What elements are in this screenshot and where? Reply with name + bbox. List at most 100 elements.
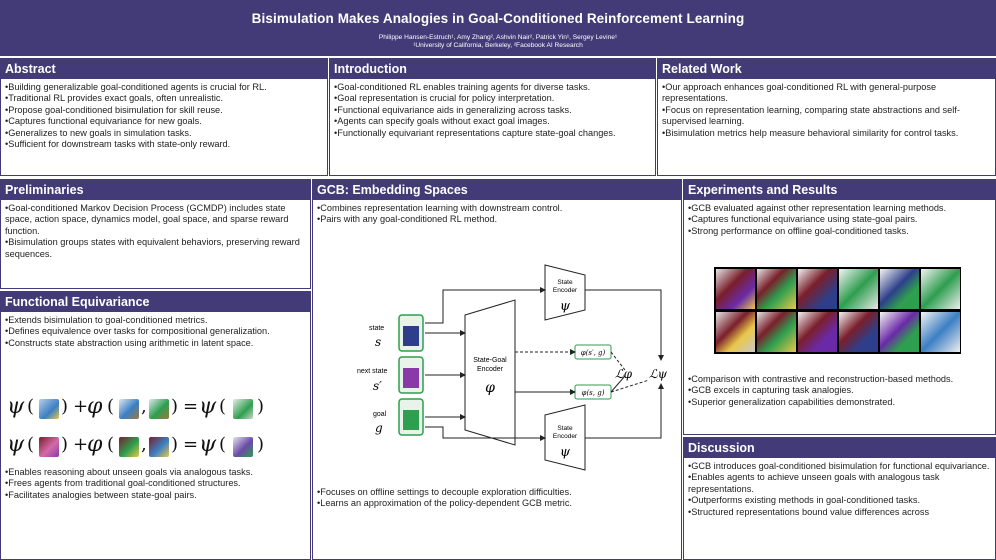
results-image-icon (757, 312, 796, 352)
equals-sign: = (183, 434, 199, 455)
introduction-heading: Introduction (330, 59, 655, 79)
goal-image-icon (403, 410, 419, 430)
goal-to-bottom-encoder-arrow (425, 426, 546, 441)
phi-symbol: φ (87, 394, 103, 419)
to-loss-dashed (610, 351, 626, 371)
bottom-encoder-label-2: Encoder (553, 433, 578, 440)
bottom-psi-symbol: ψ (560, 445, 571, 460)
top-encoder-label-1: State (557, 279, 573, 286)
results-image-icon (839, 269, 878, 309)
loss-psi-label: ℒψ (649, 367, 668, 381)
scene-thumbnail-icon (233, 399, 253, 419)
state-label: state (369, 325, 384, 332)
poster-affiliations: ¹University of California, Berkeley, ²Fa… (413, 42, 583, 49)
poster-header: Bisimulation Makes Analogies in Goal-Con… (0, 0, 996, 56)
list-item: •Structured representations bound value … (688, 506, 930, 517)
results-image-icon (921, 312, 960, 352)
paren-open: ( (27, 434, 35, 455)
introduction-panel: Introduction •Goal-conditioned RL enable… (329, 58, 656, 176)
results-image-icon (921, 269, 960, 309)
list-item: •Sufficient for downstream tasks with st… (5, 139, 231, 150)
gcb-panel: GCB: Embedding Spaces •Combines represen… (312, 179, 682, 560)
preliminaries-heading: Preliminaries (1, 180, 310, 200)
comma: , (141, 396, 147, 417)
functional-equivariance-panel: Functional Equivariance •Extends bisimul… (0, 291, 311, 560)
list-item: •GCB excels in capturing task analogies. (688, 385, 854, 396)
paren-close: ) (171, 434, 179, 455)
plus-sign: + (73, 396, 89, 417)
goal-symbol: g (375, 421, 383, 435)
list-item: •Enables reasoning about unseen goals vi… (5, 467, 253, 477)
analogy-equations: ψ ( ) + φ ( , ) = ψ ( ) ψ ( ) + φ ( , ) … (7, 390, 297, 470)
list-item: •Traditional RL provides exact goals, of… (5, 93, 224, 104)
state-to-top-encoder-arrow (425, 287, 546, 324)
list-item: •Extends bisimulation to goal-conditione… (5, 315, 208, 325)
phi-symbol: φ (87, 432, 103, 457)
list-item: •Propose goal-conditioned bisimulation f… (5, 104, 223, 115)
next-state-image-icon (403, 368, 419, 388)
top-encoder-label-2: Encoder (553, 287, 578, 294)
next-state-symbol: s′ (373, 379, 382, 393)
architecture-svg: state s next state s′ goal g State-Goal … (357, 264, 668, 471)
discussion-panel: Discussion •GCB introduces goal-conditio… (683, 437, 996, 560)
list-item: •Facilitates analogies between state-goa… (5, 489, 197, 500)
list-item: •Captures functional equivariance for ne… (5, 116, 202, 127)
functional-equivariance-list: •Extends bisimulation to goal-conditione… (1, 312, 310, 349)
abstract-heading: Abstract (1, 59, 327, 79)
psi-symbol: ψ (199, 432, 217, 457)
scene-thumbnail-icon (119, 437, 139, 457)
related-work-heading: Related Work (658, 59, 995, 79)
list-item: •Comparison with contrastive and reconst… (688, 374, 954, 384)
results-image-icon (757, 269, 796, 309)
gcb-list-after: •Focuses on offline settings to decouple… (313, 484, 681, 510)
list-item: •Combines representation learning with d… (317, 203, 563, 213)
scene-thumbnail-icon (233, 437, 253, 457)
comma: , (141, 434, 147, 455)
scene-thumbnail-icon (149, 399, 169, 419)
experiments-heading: Experiments and Results (684, 180, 995, 200)
results-image-icon (716, 269, 755, 309)
bottom-state-encoder-shape (544, 404, 586, 471)
list-item: •Captures functional equivariance using … (688, 214, 918, 225)
experiments-list-after: •Comparison with contrastive and reconst… (684, 371, 995, 408)
abstract-panel: Abstract •Building generalizable goal-co… (0, 58, 328, 176)
to-loss-solid (610, 375, 626, 393)
list-item: •Functional equivariance aids in general… (334, 104, 572, 115)
results-image-grid (714, 267, 961, 354)
list-item: •Pairs with any goal-conditioned RL meth… (317, 214, 498, 225)
list-item: •Bisimulation groups states with equival… (5, 237, 300, 259)
top-psi-to-loss-arrow (585, 289, 664, 361)
state-goal-encoder-shape (464, 299, 516, 446)
list-item: •Focus on representation learning, compa… (662, 104, 960, 127)
experiments-list: •GCB evaluated against other representat… (684, 200, 995, 237)
phi-to-loss-psi-dashed (610, 379, 650, 393)
list-item: •GCB introduces goal-conditioned bisimul… (688, 461, 990, 471)
list-item: •Goal-conditioned Markov Decision Proces… (5, 203, 289, 236)
paren-close: ) (171, 396, 179, 417)
scene-thumbnail-icon (149, 437, 169, 457)
functional-equivariance-heading: Functional Equivariance (1, 292, 310, 312)
list-item: •Agents can specify goals without exact … (334, 116, 550, 127)
state-goal-encoder-label-2: Encoder (477, 366, 504, 373)
paren-close: ) (61, 396, 69, 417)
paren-close: ) (257, 396, 265, 417)
gcb-heading: GCB: Embedding Spaces (313, 180, 681, 200)
paren-open: ( (107, 396, 115, 417)
paren-close: ) (257, 434, 265, 455)
list-item: •Focuses on offline settings to decouple… (317, 487, 572, 497)
results-image-icon (880, 269, 919, 309)
list-item: •Frees agents from traditional goal-cond… (5, 478, 241, 489)
psi-symbol: ψ (199, 394, 217, 419)
poster-authors: Philippe Hansen-Estruch¹, Amy Zhang², As… (378, 34, 618, 41)
list-item: •Generalizes to new goals in simulation … (5, 127, 192, 138)
equals-sign: = (183, 396, 199, 417)
paren-open: ( (219, 434, 227, 455)
paren-open: ( (27, 396, 35, 417)
list-item: •Outperforms existing methods in goal-co… (688, 495, 920, 506)
poster-title: Bisimulation Makes Analogies in Goal-Con… (251, 11, 745, 26)
list-item: •Goal representation is crucial for poli… (334, 93, 555, 104)
next-state-label: next state (357, 368, 387, 375)
preliminaries-panel: Preliminaries •Goal-conditioned Markov D… (0, 179, 311, 289)
results-image-icon (880, 312, 919, 352)
psi-symbol: ψ (7, 432, 25, 457)
